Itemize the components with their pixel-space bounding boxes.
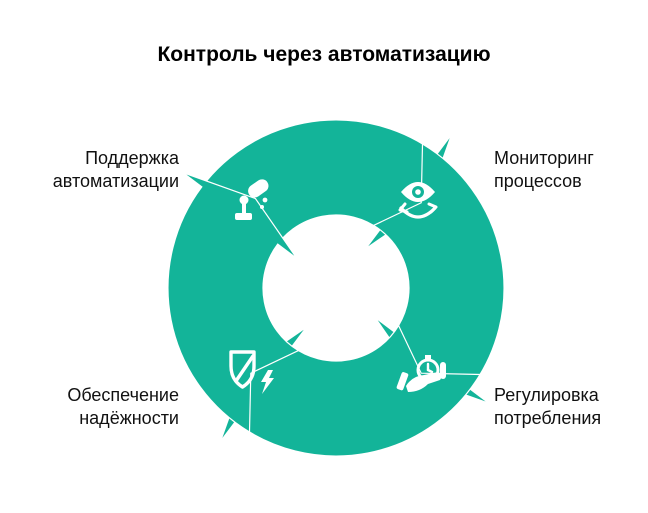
eye-cycle-icon xyxy=(398,182,438,219)
stage-label-reliability: Обеспечение надёжности xyxy=(67,384,179,430)
stage-label-line: Регулировка xyxy=(494,385,599,405)
stage-label-line: надёжности xyxy=(79,408,179,428)
cycle-arrow-reliability xyxy=(167,171,300,434)
stage-label-line: процессов xyxy=(494,171,582,191)
stage-label-line: Поддержка xyxy=(85,148,179,168)
stage-label-line: Мониторинг xyxy=(494,148,594,168)
stage-label-consumption: Регулировка потребления xyxy=(494,384,601,430)
shield-lightning-icon xyxy=(229,350,274,394)
stage-label-monitoring: Мониторинг процессов xyxy=(494,147,594,193)
robot-arm-icon xyxy=(235,179,269,220)
stage-label-line: Обеспечение xyxy=(67,385,179,405)
hand-stopwatch-icon xyxy=(396,355,446,392)
stage-label-line: автоматизации xyxy=(52,171,179,191)
stage-label-support: Поддержка автоматизации xyxy=(53,147,179,193)
cycle-icons xyxy=(229,179,446,394)
diagram-title: Контроль через автоматизацию xyxy=(157,43,491,66)
cycle-arrows xyxy=(167,119,505,457)
stage-label-line: потребления xyxy=(494,408,602,428)
